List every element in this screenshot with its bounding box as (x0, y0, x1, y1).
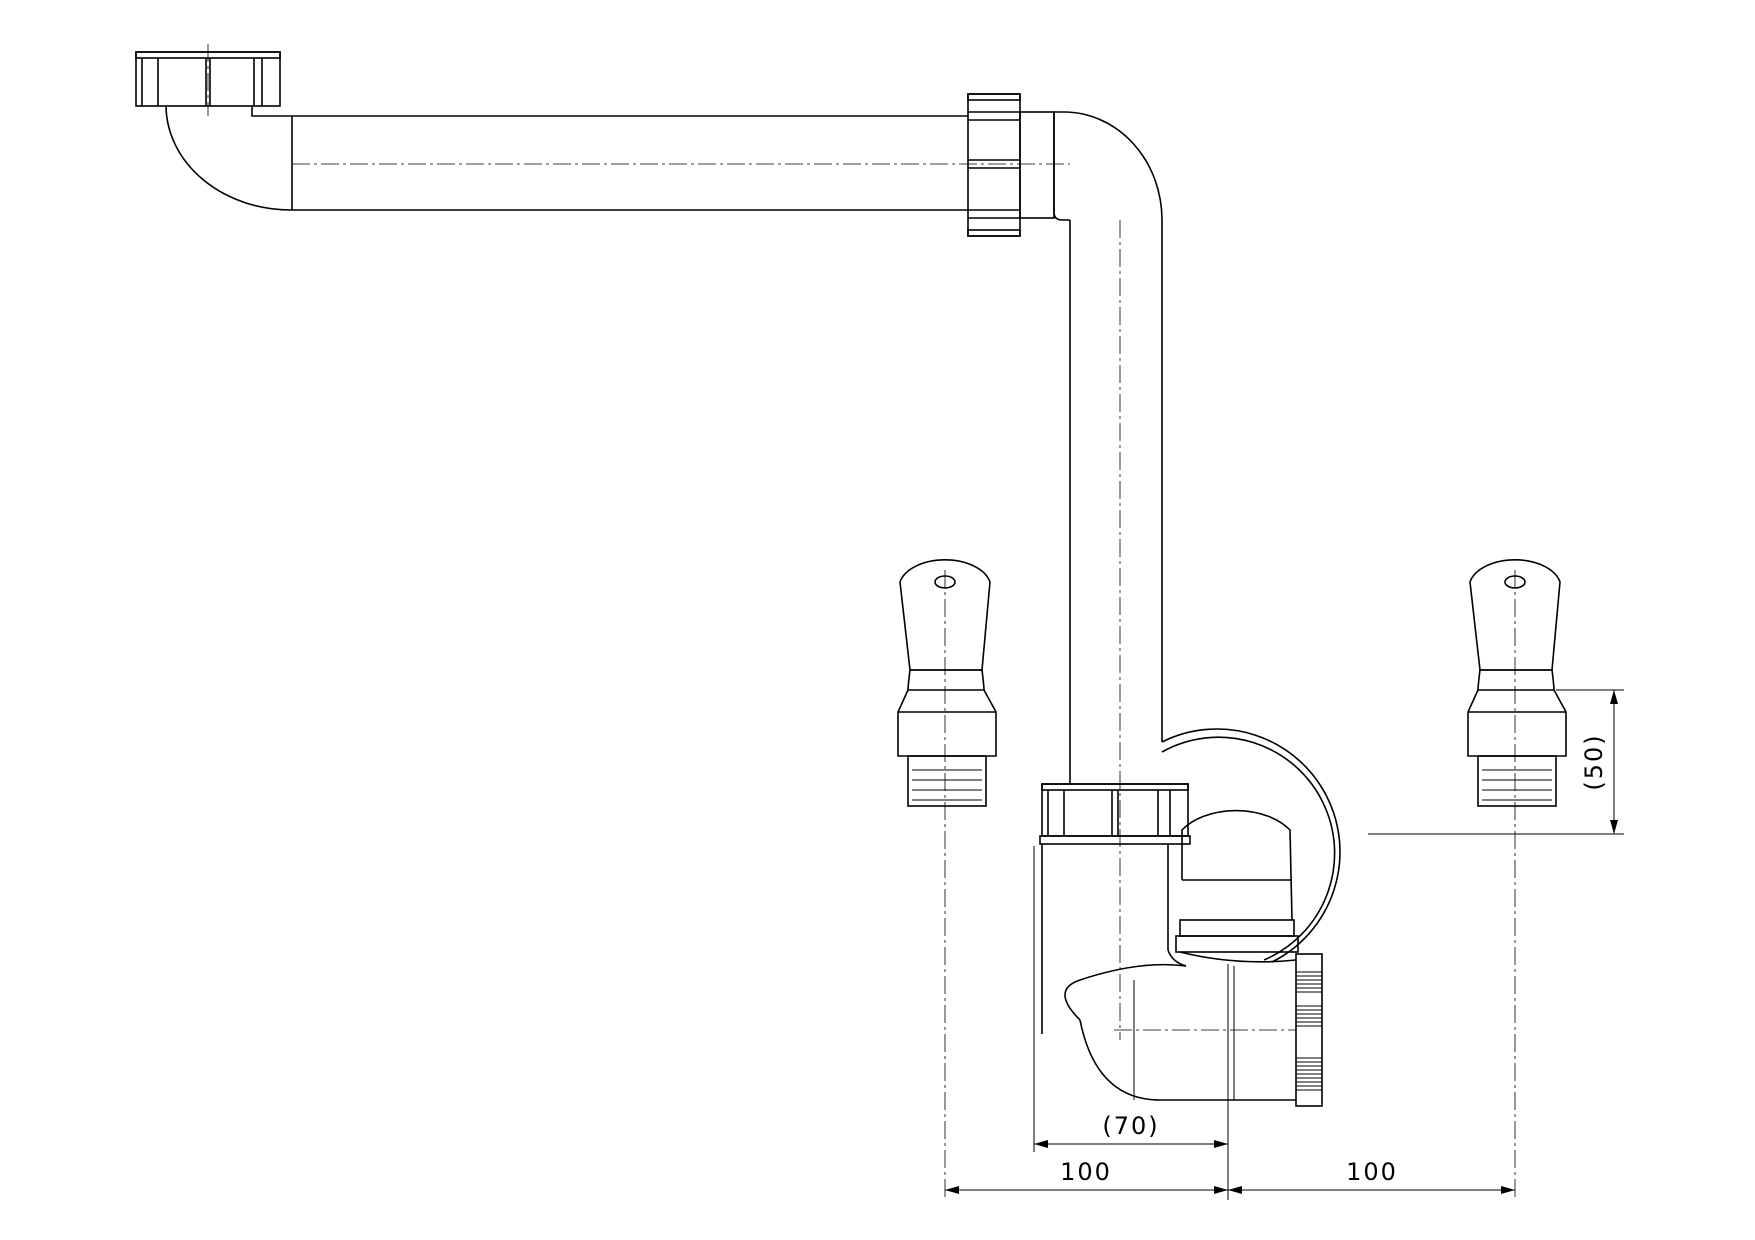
dimension-tap-height: (50) (1580, 733, 1608, 790)
overflow-inlet-nut (135, 44, 281, 116)
trap-assembly (1039, 728, 1341, 1107)
overflow-arm (135, 44, 1163, 237)
trap-outlet-nut (1295, 953, 1323, 1107)
right-tap-valve (1467, 559, 1567, 1200)
dimension-trap-offset: (70) (1102, 1112, 1159, 1140)
dimension-lines (945, 689, 1624, 1200)
dimension-right-spacing: 100 (1346, 1158, 1398, 1186)
left-tap-valve (897, 559, 997, 1200)
trap-upper-nut (1039, 783, 1191, 845)
dimension-left-spacing: 100 (1060, 1158, 1112, 1186)
vertical-standpipe (1069, 220, 1163, 1040)
overflow-elbow-nut (967, 93, 1055, 237)
